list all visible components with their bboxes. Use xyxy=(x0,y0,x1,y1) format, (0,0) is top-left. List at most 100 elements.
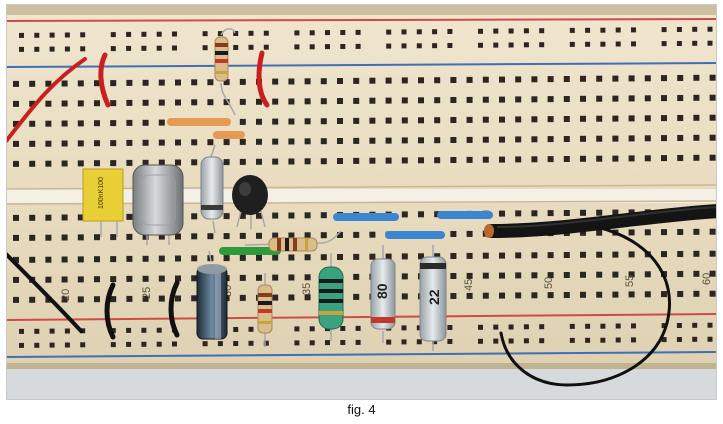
breadboard-hole xyxy=(13,100,19,107)
breadboard-hole xyxy=(482,116,489,123)
breadboard-hole xyxy=(142,233,149,240)
breadboard-hole xyxy=(401,29,407,35)
breadboard-hole xyxy=(493,324,499,330)
background-top xyxy=(7,5,716,15)
breadboard-svg: 20 25 30 35 40 45 50 55 60 xyxy=(7,5,716,399)
breadboard-hole xyxy=(631,41,636,47)
diode-marking-80: 80 xyxy=(374,283,390,299)
breadboard-hole xyxy=(661,251,667,258)
breadboard-hole xyxy=(692,322,698,328)
breadboard-hole xyxy=(531,252,538,259)
breadboard-hole xyxy=(110,276,117,283)
breadboard-hole xyxy=(628,155,635,162)
breadboard-hole xyxy=(563,272,570,278)
breadboard-hole xyxy=(272,274,279,281)
breadboard-hole xyxy=(369,77,376,84)
breadboard-hole xyxy=(288,98,295,105)
breadboard-hole xyxy=(142,275,149,282)
breadboard-hole xyxy=(29,80,36,87)
breadboard-hole xyxy=(432,43,438,49)
breadboard-hole xyxy=(61,120,68,127)
breadboard-hole xyxy=(110,328,116,334)
breadboard-hole xyxy=(272,78,279,85)
breadboard-hole xyxy=(450,77,457,83)
breadboard-hole xyxy=(45,214,52,221)
breadboard-hole xyxy=(523,28,529,34)
column-label-55: 55 xyxy=(624,275,636,287)
breadboard-hole xyxy=(61,160,68,167)
breadboard-hole xyxy=(499,116,505,123)
breadboard-hole xyxy=(693,94,700,101)
breadboard-hole xyxy=(353,137,360,144)
breadboard-hole xyxy=(482,136,489,143)
breadboard-hole xyxy=(580,291,586,298)
breadboard-hole xyxy=(434,77,441,84)
breadboard-hole xyxy=(80,342,86,348)
breadboard-hole xyxy=(661,323,667,329)
breadboard-hole xyxy=(692,336,698,342)
breadboard-hole xyxy=(207,139,214,146)
blue-jumper-3 xyxy=(385,231,445,239)
breadboard-hole xyxy=(272,98,279,105)
breadboard-hole xyxy=(466,230,473,237)
breadboard-hole xyxy=(337,118,343,124)
center-channel-edge-top xyxy=(7,184,716,190)
breadboard-hole xyxy=(142,139,149,146)
breadboard-hole xyxy=(401,273,408,280)
breadboard-hole xyxy=(126,99,133,106)
breadboard-hole xyxy=(661,41,667,47)
breadboard-hole xyxy=(248,326,254,332)
red-jumper-right xyxy=(256,50,270,108)
breadboard-hole xyxy=(585,323,591,329)
breadboard-hole xyxy=(612,271,619,278)
breadboard-hole xyxy=(233,31,239,36)
breadboard-hole xyxy=(369,157,376,164)
breadboard-hole xyxy=(709,114,716,121)
breadboard-hole xyxy=(288,294,295,301)
breadboard-hole xyxy=(531,136,538,143)
breadboard-hole xyxy=(628,115,635,122)
breadboard-hole xyxy=(77,120,84,127)
breadboard-hole xyxy=(450,293,457,299)
inductor-green xyxy=(318,253,344,341)
breadboard-hole xyxy=(320,212,327,219)
column-label-50: 50 xyxy=(543,277,555,289)
breadboard-hole xyxy=(272,138,279,145)
breadboard-hole xyxy=(223,99,230,106)
breadboard-hole xyxy=(369,137,376,144)
breadboard-hole xyxy=(531,156,538,163)
breadboard-hole xyxy=(580,115,586,122)
breadboard-hole xyxy=(515,252,522,259)
breadboard-hole xyxy=(309,30,315,36)
breadboard-hole xyxy=(13,296,19,303)
breadboard-hole xyxy=(515,136,522,143)
breadboard-hole xyxy=(450,157,457,163)
breadboard-hole xyxy=(202,341,208,347)
center-channel-edge-bottom xyxy=(7,200,716,205)
breadboard-hole xyxy=(478,324,483,330)
breadboard-hole xyxy=(29,140,36,147)
figure-caption: fig. 4 xyxy=(347,402,376,417)
breadboard-hole xyxy=(661,95,667,102)
breadboard-hole xyxy=(434,157,441,164)
capacitor-marking: 100nK100 xyxy=(98,177,105,209)
breadboard-hole xyxy=(304,294,311,301)
breadboard-hole xyxy=(547,272,554,279)
orange-jumper-1 xyxy=(167,118,231,126)
breadboard-hole xyxy=(531,116,538,123)
breadboard-hole xyxy=(401,157,408,164)
breadboard-hole xyxy=(45,80,52,87)
breadboard-hole xyxy=(628,271,635,278)
breadboard-hole xyxy=(172,45,177,51)
breadboard-hole xyxy=(355,43,361,49)
orange-jumper-2 xyxy=(213,131,245,139)
breadboard-hole xyxy=(693,134,700,141)
column-label-45: 45 xyxy=(463,279,475,291)
breadboard-hole xyxy=(709,94,716,101)
breadboard-hole xyxy=(386,339,392,345)
breadboard-hole xyxy=(94,100,100,107)
breadboard-hole xyxy=(239,232,246,239)
breadboard-hole xyxy=(563,96,570,102)
breadboard-photo: 20 25 30 35 40 45 50 55 60 xyxy=(6,4,717,400)
breadboard-hole xyxy=(320,254,327,261)
